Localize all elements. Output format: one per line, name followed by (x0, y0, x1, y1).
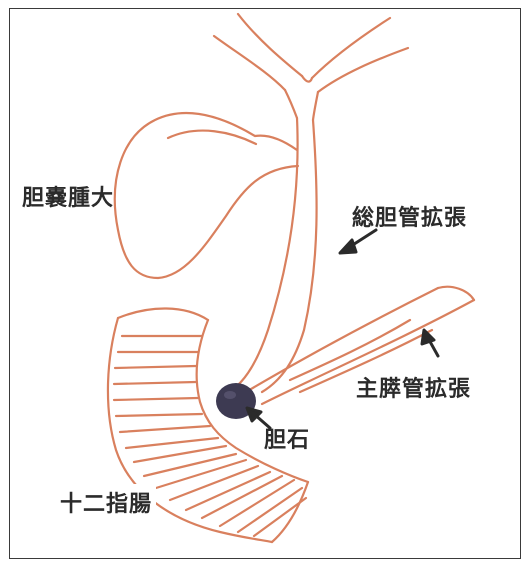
common-bile-duct (232, 118, 317, 392)
arrow-pancreatic-duct (422, 330, 438, 356)
arrow-common-bile-duct (340, 230, 376, 253)
duodenum-label: 十二指腸 (56, 484, 156, 520)
gallbladder (115, 113, 298, 278)
hepatic-ducts (214, 14, 408, 120)
gallstone-label: 胆石 (264, 422, 310, 454)
gallbladder-label: 胆嚢腫大 (22, 180, 114, 212)
common-bile-duct-label: 総胆管拡張 (352, 200, 467, 232)
pancreatic-duct-label: 主膵管拡張 (356, 371, 471, 403)
